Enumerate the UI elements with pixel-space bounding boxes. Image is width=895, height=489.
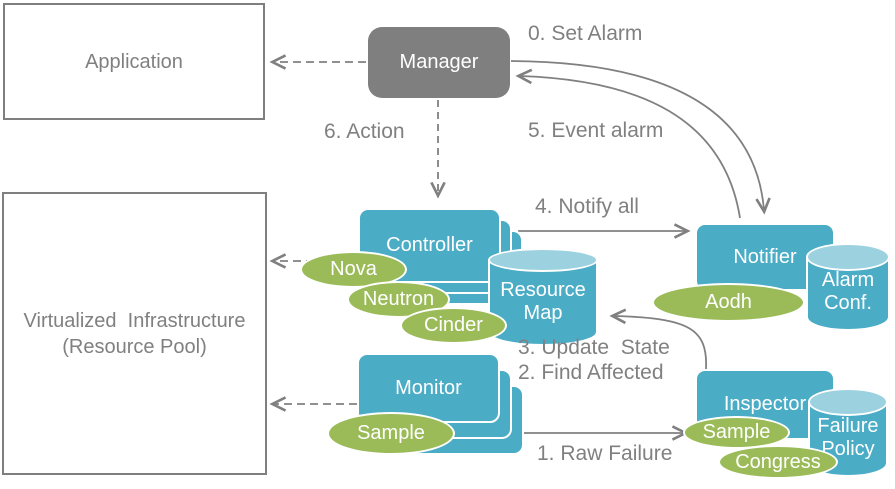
congress-ellipse: Congress bbox=[718, 445, 838, 479]
sample-monitor-label: Sample bbox=[357, 422, 425, 444]
resource-map-cylinder: Resource Map bbox=[488, 248, 598, 346]
inspector-label: Inspector bbox=[723, 393, 807, 415]
nova-ellipse: Nova bbox=[300, 251, 407, 288]
alarm-conf-label: Alarm Conf. bbox=[821, 269, 875, 314]
annotation-update-state: 3. Update State bbox=[518, 336, 670, 359]
nova-label: Nova bbox=[330, 258, 377, 280]
annotation-action: 6. Action bbox=[324, 120, 405, 143]
congress-label: Congress bbox=[735, 450, 821, 473]
failure-policy-label: Failure Policy bbox=[817, 414, 879, 460]
manager-label: Manager bbox=[399, 51, 479, 73]
resource-map-cylinder-body bbox=[488, 260, 598, 346]
manager-node: Manager bbox=[368, 27, 510, 98]
annotation-find-affected: 2. Find Affected bbox=[518, 361, 664, 384]
resource-map-cylinder-top bbox=[488, 248, 598, 272]
annotation-event-alarm: 5. Event alarm bbox=[528, 119, 664, 142]
resource-map-label: Resource Map bbox=[500, 279, 586, 324]
application-label: Application bbox=[85, 50, 183, 73]
controller-label: Controller bbox=[386, 234, 473, 256]
monitor-label: Monitor bbox=[395, 376, 462, 399]
sample-monitor-ellipse: Sample bbox=[327, 412, 455, 455]
application-box: Application bbox=[3, 3, 265, 120]
aodh-label: Aodh bbox=[705, 291, 752, 313]
cinder-ellipse: Cinder bbox=[400, 307, 507, 344]
failure-policy-cylinder-top bbox=[808, 388, 888, 416]
virtualized-infrastructure-label-line1: Virtualized Infrastructure bbox=[23, 309, 246, 332]
sample-inspector-ellipse: Sample bbox=[683, 416, 790, 449]
neutron-label: Neutron bbox=[362, 288, 435, 310]
virtualized-infrastructure-box: Virtualized Infrastructure (Resource Poo… bbox=[2, 192, 267, 475]
sample-inspector-label: Sample bbox=[702, 421, 771, 443]
annotation-raw-failure: 1. Raw Failure bbox=[537, 442, 673, 465]
annotation-notify-all: 4. Notify all bbox=[535, 195, 639, 218]
annotation-set-alarm: 0. Set Alarm bbox=[528, 22, 643, 45]
alarm-conf-cylinder: Alarm Conf. bbox=[806, 243, 890, 331]
alarm-conf-cylinder-top bbox=[806, 243, 890, 271]
virtualized-infrastructure-label-line2: (Resource Pool) bbox=[62, 335, 207, 358]
aodh-ellipse: Aodh bbox=[652, 283, 805, 322]
notifier-label: Notifier bbox=[733, 245, 797, 268]
cinder-label: Cinder bbox=[424, 314, 483, 336]
